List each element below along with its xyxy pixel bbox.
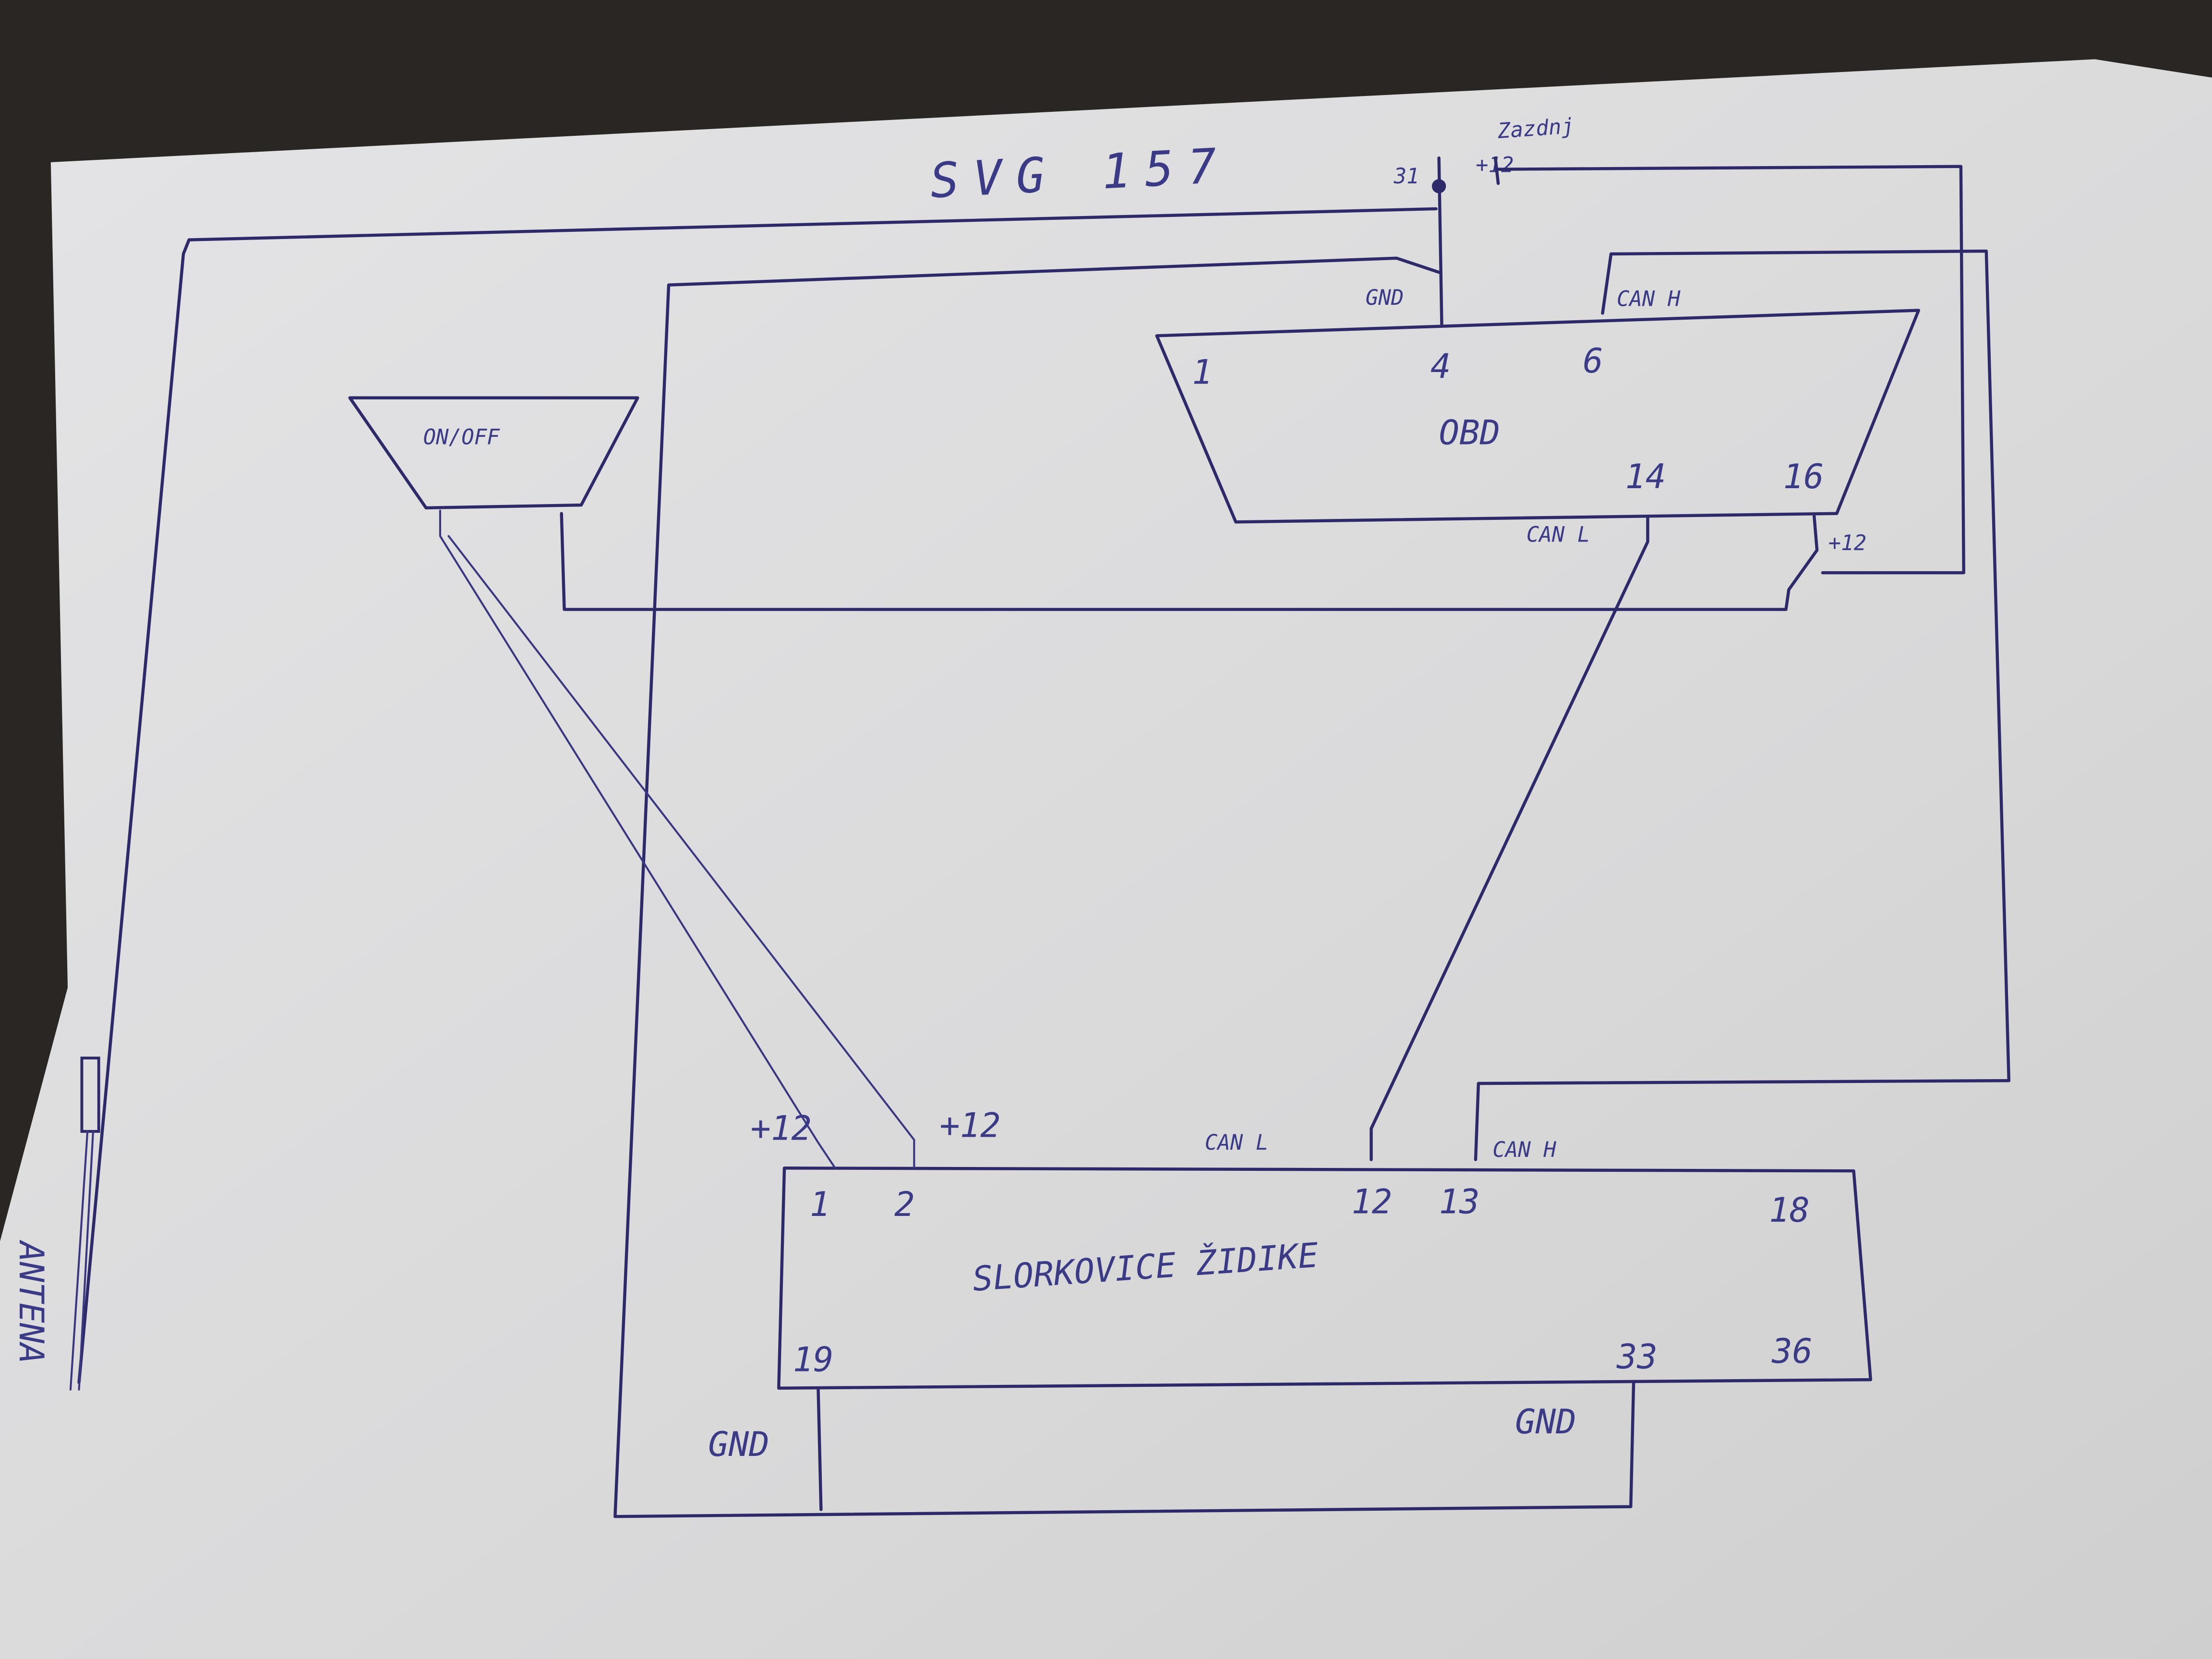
module-gnd-b-label: GND xyxy=(1515,1402,1576,1442)
obd-pin-14: 14 xyxy=(1625,457,1666,496)
module-pin-1: 1 xyxy=(810,1185,830,1224)
on-off-switch: ON/OFF xyxy=(348,396,915,1144)
obd-label: OBD xyxy=(1439,413,1500,453)
module-canh-label: CAN H xyxy=(1492,1138,1556,1162)
power-wires xyxy=(1493,156,1966,575)
module-pin-18: 18 xyxy=(1769,1190,1810,1230)
switch-label: ON/OFF xyxy=(423,425,501,450)
obd-plus12-label: +12 xyxy=(1828,531,1867,555)
obd-gnd-label: GND xyxy=(1366,286,1404,310)
antenna-symbol: ANTENA xyxy=(12,1057,100,1391)
module-pin-2: 2 xyxy=(894,1185,914,1224)
switch-power-wire xyxy=(560,512,1819,611)
module-plus12-a-label: +12 xyxy=(750,1109,811,1148)
obd-pin-4: 4 xyxy=(1431,347,1451,386)
module-box: SLORKOVICE ŽIDIKE 1 2 12 13 18 19 33 36 … xyxy=(708,1106,1873,1464)
module-gnd-a-label: GND xyxy=(708,1425,769,1464)
antenna-label: ANTENA xyxy=(12,1239,51,1364)
obd-canl-label: CAN L xyxy=(1527,522,1590,547)
module-pin-12: 12 xyxy=(1351,1182,1392,1221)
module-canl-label: CAN L xyxy=(1205,1130,1269,1155)
can-high-wire xyxy=(1474,249,2011,1161)
module-pin-36: 36 xyxy=(1771,1332,1813,1371)
module-pin-19: 19 xyxy=(793,1340,834,1379)
obd-pin-6: 6 xyxy=(1583,341,1603,381)
can-low-wire xyxy=(1370,515,1649,1161)
ground-wires xyxy=(77,156,1635,1518)
obd-canh-label: CAN H xyxy=(1617,287,1681,312)
paper-sheet xyxy=(0,59,2212,1659)
module-plus12-b-label: +12 xyxy=(939,1106,1000,1145)
obd-connector: OBD 1 4 6 14 16 GND CAN H CAN L +12 xyxy=(1155,286,1920,555)
ignition-label: Zazdnj xyxy=(1496,114,1575,144)
obd-pin-16: 16 xyxy=(1783,457,1824,496)
obd-pin-1: 1 xyxy=(1192,352,1212,392)
module-pin-13: 13 xyxy=(1439,1182,1480,1221)
ground-terminal-label: 31 xyxy=(1394,164,1419,189)
module-pin-33: 33 xyxy=(1616,1337,1658,1377)
